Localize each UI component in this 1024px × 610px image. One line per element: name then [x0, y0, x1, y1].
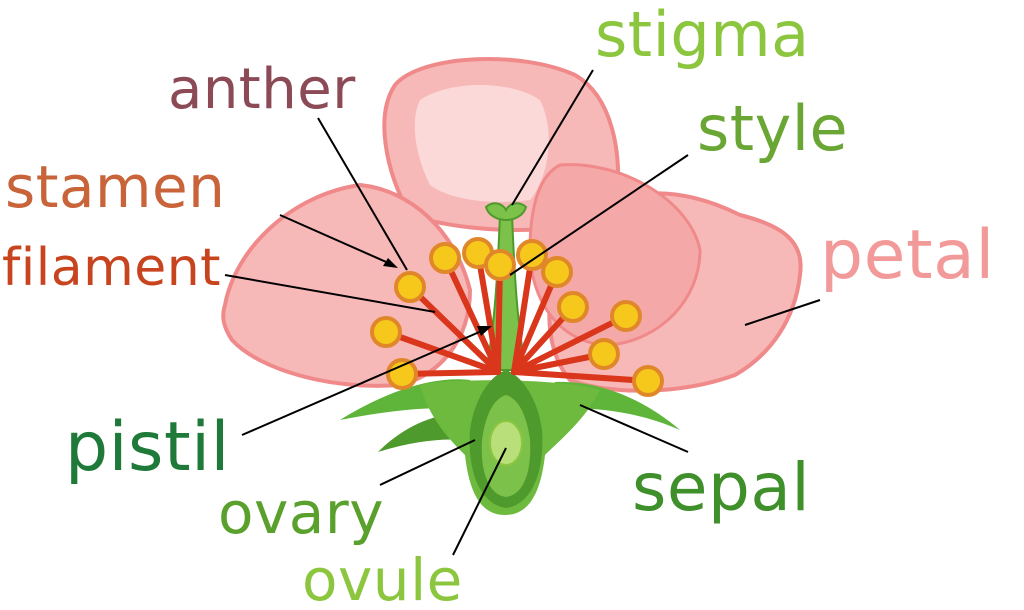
anther-2 — [429, 242, 461, 274]
label-sepal: sepal — [632, 449, 810, 526]
anther-11 — [370, 316, 402, 348]
petals — [221, 57, 803, 393]
leader-sepal — [579, 404, 689, 453]
anther-9 — [588, 338, 620, 370]
arrowhead-stamen — [383, 258, 398, 268]
label-ovary: ovary — [218, 479, 384, 547]
petal-left — [221, 182, 473, 388]
label-style: style — [697, 92, 848, 165]
leader-arrowheads — [383, 258, 492, 336]
leader-petal — [744, 299, 821, 326]
arrowhead-pistil — [477, 326, 492, 336]
leader-ovule — [452, 447, 507, 556]
anther-8 — [610, 300, 642, 332]
petal-top-highlight — [414, 85, 549, 202]
label-petal: petal — [820, 216, 995, 295]
label-pistil: pistil — [65, 408, 230, 487]
filament-1 — [407, 284, 501, 375]
leader-filament — [224, 274, 436, 313]
stamens — [370, 237, 664, 397]
anther-1 — [394, 271, 426, 303]
filament-10 — [511, 369, 651, 384]
filament-12 — [399, 369, 501, 377]
filament-11 — [383, 329, 501, 375]
label-filament: filament — [2, 238, 221, 298]
label-stigma: stigma — [595, 0, 810, 71]
anther-6 — [541, 256, 573, 288]
leader-lines — [224, 69, 821, 556]
leader-style — [509, 154, 689, 276]
leader-stigma — [511, 69, 594, 206]
filament-3 — [475, 250, 501, 375]
stigma — [484, 202, 528, 222]
anther-4 — [484, 249, 516, 281]
leader-ovary — [379, 439, 476, 486]
filament-4 — [495, 262, 503, 375]
ovule — [489, 420, 523, 466]
leader-anther — [317, 117, 408, 271]
filament-2 — [442, 255, 501, 375]
label-ovule: ovule — [302, 546, 463, 610]
leader-pistil — [241, 329, 485, 436]
filament-6 — [511, 269, 560, 375]
filament-5 — [511, 252, 535, 375]
leader-stamen — [279, 214, 394, 266]
label-stamen: stamen — [5, 153, 225, 221]
anther-7 — [557, 291, 589, 323]
label-anther: anther — [168, 57, 356, 122]
anther-5 — [516, 239, 548, 271]
anther-12 — [386, 358, 418, 390]
filament-8 — [511, 313, 629, 375]
anther-10 — [632, 365, 664, 397]
